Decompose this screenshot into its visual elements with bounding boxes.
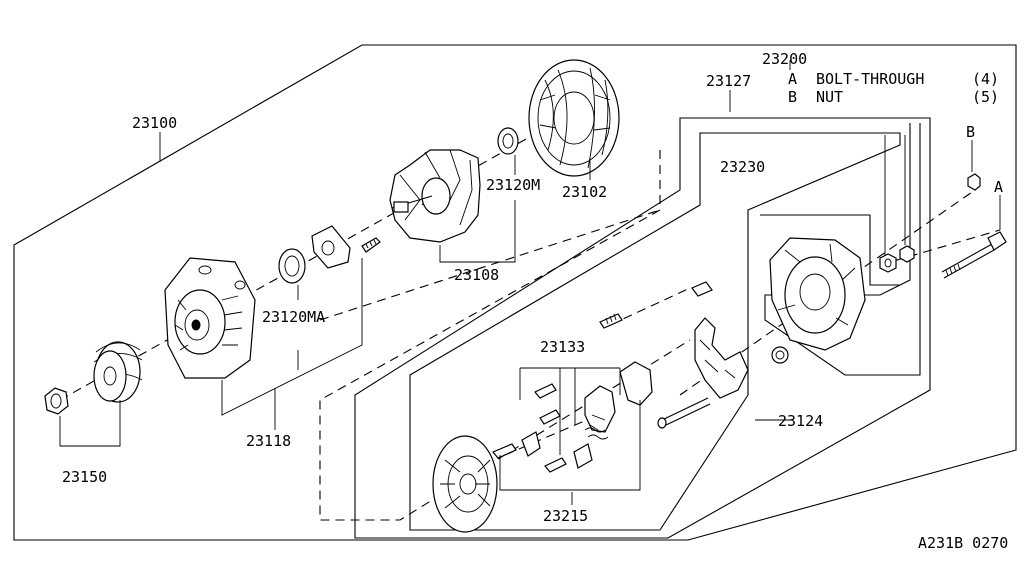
rear-housing-23230 <box>769 237 866 351</box>
leader-23133 <box>519 367 621 455</box>
terminal-screw-1 <box>492 443 517 459</box>
legend-b-text: NUT <box>816 88 843 106</box>
rectifier-screw-2 <box>691 281 713 297</box>
leader-nuts <box>884 135 906 255</box>
leader-23118 <box>221 258 363 430</box>
leader-23108 <box>439 200 516 263</box>
rear-cover-outline-23127 <box>760 214 900 286</box>
label-23133: 23133 <box>540 338 585 356</box>
rotor-23108 <box>389 149 481 243</box>
assembly-outline-23100 <box>13 44 1017 541</box>
regulator-outline-23200 <box>354 117 931 539</box>
figure-code: A231B 0270 <box>918 534 1008 552</box>
dashed-outline-23230 <box>319 150 691 521</box>
rear-cover <box>432 435 498 533</box>
axis-line-front <box>59 119 561 401</box>
bearing-23120ma <box>278 248 306 284</box>
retainer-plate <box>311 225 351 269</box>
label-23118: 23118 <box>246 432 291 450</box>
axis-line-front-upper <box>319 209 661 321</box>
label-23124: 23124 <box>778 412 823 430</box>
rectifier-screw-1 <box>599 313 623 329</box>
brush-spring <box>584 427 609 440</box>
inner-subassembly-outline <box>409 132 901 531</box>
label-23150: 23150 <box>62 468 107 486</box>
front-housing <box>164 257 256 379</box>
label-23215: 23215 <box>543 507 588 525</box>
nut-b-3 <box>967 173 981 191</box>
label-23102: 23102 <box>562 183 607 201</box>
callout-b: B <box>966 123 975 141</box>
pulley-nut <box>44 387 69 415</box>
label-23120m: 23120M <box>486 176 540 194</box>
retainer-screw <box>361 237 381 253</box>
rectifier-23124 <box>694 317 749 399</box>
legend-a-text: BOLT-THROUGH <box>816 70 924 88</box>
callout-a: A <box>994 178 1003 196</box>
legend-b-letter: B <box>788 88 797 106</box>
label-23108: 23108 <box>454 266 499 284</box>
regulator-inner-outline <box>764 123 921 376</box>
brush-holder-23133 <box>584 361 653 433</box>
legend-b-qty: (5) <box>972 88 999 106</box>
label-23120ma: 23120MA <box>262 308 325 326</box>
brush-screw-2 <box>539 409 561 425</box>
label-23230: 23230 <box>720 158 765 176</box>
nut-b-1 <box>879 253 897 273</box>
spacer <box>771 346 789 364</box>
label-23200: 23200 <box>762 50 807 68</box>
label-23127: 23127 <box>706 72 751 90</box>
leader-23150 <box>59 400 121 447</box>
through-bolt-a <box>941 231 1007 279</box>
regulator-stud <box>657 397 711 429</box>
terminal-screw-2 <box>544 457 567 473</box>
pulley-23150 <box>93 341 143 403</box>
legend-a-qty: (4) <box>972 70 999 88</box>
stator-23102 <box>528 59 620 177</box>
axis-line-bolt <box>879 229 1001 266</box>
bearing-23120m <box>497 127 519 155</box>
nut-b-2 <box>899 245 915 263</box>
legend-a-letter: A <box>788 70 797 88</box>
brush-screw-1 <box>534 383 557 399</box>
leader-23215 <box>499 400 641 505</box>
label-23100: 23100 <box>132 114 177 132</box>
terminal-plate <box>521 431 593 469</box>
